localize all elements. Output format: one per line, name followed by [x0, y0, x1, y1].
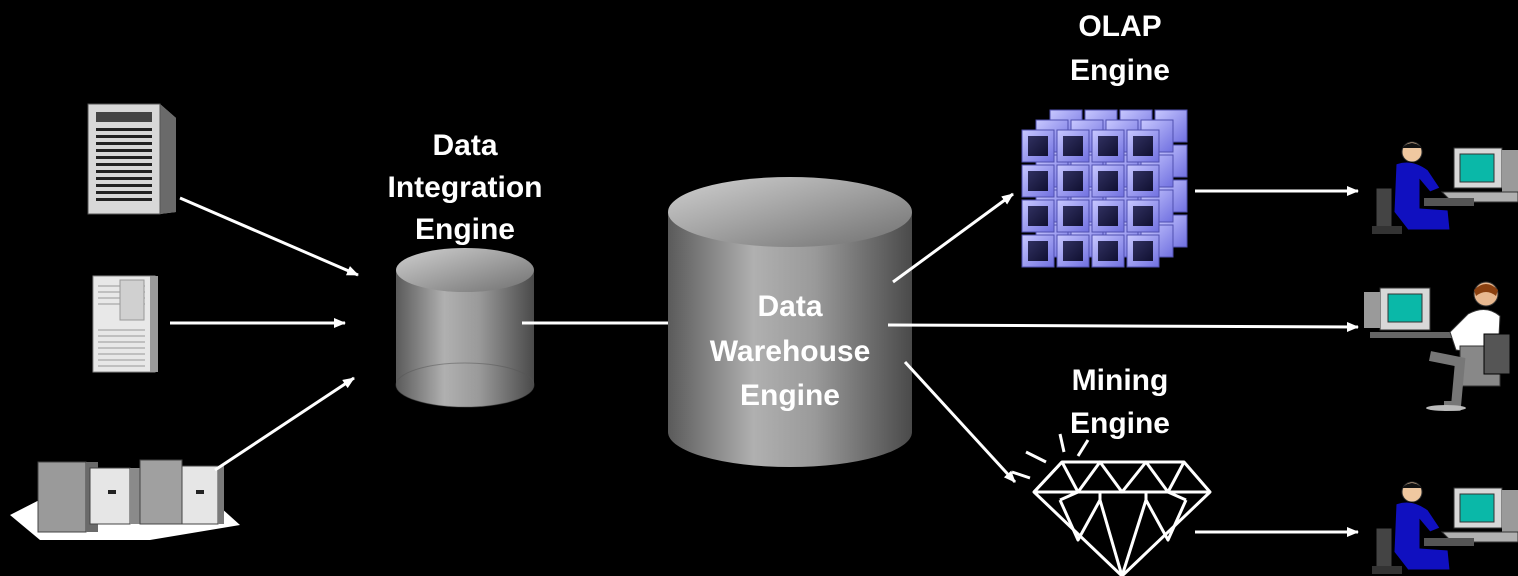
olap-cube-cell-inner [1098, 241, 1118, 261]
olap-cube-cell-inner [1063, 206, 1083, 226]
arrow-source3-to-integration [214, 376, 355, 472]
mining-label-line2: Engine [1070, 407, 1170, 440]
olap-cube-cell-inner [1133, 206, 1153, 226]
olap-cube-cell [1056, 164, 1090, 198]
olap-engine-label: OLAP Engine [1070, 10, 1170, 87]
olap-label-line2: Engine [1070, 54, 1170, 87]
mainframe-cluster-icon [10, 459, 240, 540]
cabinet-server-icon [92, 275, 158, 373]
olap-cube-cell-inner [1028, 241, 1048, 261]
arrow-warehouse-to-mining [903, 360, 1017, 484]
analyst-at-terminal-icon [1372, 481, 1518, 574]
olap-cube-cell-inner [1063, 241, 1083, 261]
diamond-icon [1011, 433, 1212, 576]
mining-engine-label: Mining Engine [1070, 364, 1170, 440]
warehouse-engine-cylinder [668, 177, 912, 467]
olap-cube-cell-inner [1028, 171, 1048, 191]
olap-cube-icon [1021, 109, 1188, 268]
olap-label-line1: OLAP [1078, 10, 1161, 43]
olap-cube-cell-inner [1098, 206, 1118, 226]
olap-cube-cell-inner [1133, 241, 1153, 261]
mining-label-line1: Mining [1072, 364, 1169, 397]
warehouse-engine-label: Data Warehouse Engine [710, 290, 871, 412]
warehouse-label-line3: Engine [740, 379, 840, 412]
olap-cube-cell [1021, 199, 1055, 233]
analyst-on-phone-icon [1364, 281, 1511, 411]
arrow-source1-to-integration [179, 196, 359, 277]
olap-cube-cell-inner [1063, 136, 1083, 156]
olap-cube-cell-inner [1028, 136, 1048, 156]
integration-label-line2: Integration [388, 171, 543, 204]
olap-cube-cell-inner [1133, 171, 1153, 191]
arrow-warehouse-to-analyst2 [887, 321, 1359, 332]
olap-cube-cell-inner [1063, 171, 1083, 191]
warehouse-label-line1: Data [757, 290, 822, 323]
arrow-warehouse-to-olap [892, 192, 1014, 284]
tower-server-icon [87, 103, 176, 215]
olap-cube-cell [1126, 164, 1160, 198]
integration-label-line1: Data [432, 129, 497, 162]
olap-cube-cell-inner [1098, 136, 1118, 156]
olap-cube-cell-inner [1133, 136, 1153, 156]
analyst-at-terminal-icon [1372, 141, 1518, 234]
olap-cube-cell-inner [1028, 206, 1048, 226]
warehouse-label-line2: Warehouse [710, 335, 871, 368]
integration-engine-label: Data Integration Engine [388, 129, 543, 246]
integration-engine-cylinder [395, 248, 535, 408]
olap-cube-cell-inner [1098, 171, 1118, 191]
integration-label-line3: Engine [415, 213, 515, 246]
